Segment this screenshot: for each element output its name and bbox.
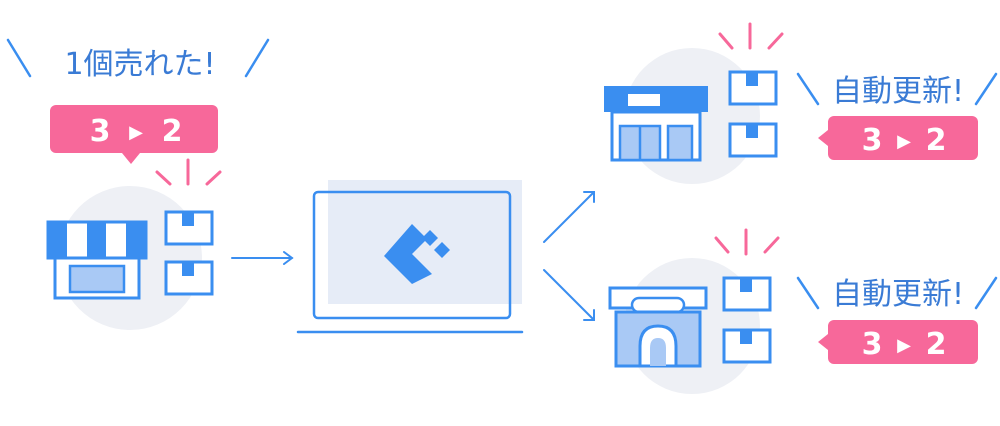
package-icon xyxy=(722,328,772,364)
package-icon xyxy=(164,210,214,246)
laptop-screen-bg xyxy=(328,180,522,304)
badge-pointer xyxy=(818,334,828,350)
badge-to: 2 xyxy=(926,123,947,158)
left-badge: 3 ▶ 2 xyxy=(50,105,218,164)
callout-slash-left xyxy=(6,38,32,78)
sparkle-lines-icon xyxy=(714,228,780,256)
badge-pointer xyxy=(818,130,828,146)
right-top-callout-text: 自動更新! xyxy=(832,74,964,109)
badge-from: 3 xyxy=(862,123,883,158)
arrow-icon xyxy=(231,251,294,265)
badge-to: 2 xyxy=(926,327,947,362)
arrow-icon xyxy=(543,269,595,321)
shop-awning-icon xyxy=(46,220,148,300)
building-store-icon xyxy=(604,86,708,162)
badge-arrow: ▶ xyxy=(897,131,911,152)
laptop-icon xyxy=(296,180,524,334)
app-logo-icon xyxy=(384,224,450,284)
badge-arrow: ▶ xyxy=(897,335,911,356)
badge-pointer xyxy=(122,153,140,164)
badge-bg xyxy=(50,105,218,153)
arch-store-icon xyxy=(608,286,708,368)
right-top-callout: 自動更新! xyxy=(796,72,998,109)
right-bottom-badge: 3 ▶ 2 xyxy=(818,320,978,364)
arrow-icon xyxy=(543,191,595,243)
package-icon xyxy=(728,70,778,106)
left-callout-text: 1個売れた! xyxy=(64,47,215,82)
package-icon xyxy=(722,276,772,312)
callout-slash-right xyxy=(244,38,270,78)
left-callout: 1個売れた! xyxy=(6,38,270,82)
right-top-badge: 3 ▶ 2 xyxy=(818,116,978,160)
package-icon xyxy=(728,122,778,158)
badge-from: 3 xyxy=(90,114,111,149)
badge-arrow: ▶ xyxy=(129,122,143,143)
package-icon xyxy=(164,260,214,296)
sparkle-lines-icon xyxy=(718,22,784,50)
badge-bg xyxy=(828,320,978,364)
badge-to: 2 xyxy=(162,114,183,149)
laptop-screen-frame xyxy=(312,190,512,320)
badge-from: 3 xyxy=(862,327,883,362)
badge-bg xyxy=(828,116,978,160)
sparkle-lines-icon xyxy=(155,158,222,186)
right-bottom-callout: 自動更新! xyxy=(796,276,998,312)
right-bottom-callout-text: 自動更新! xyxy=(832,277,964,312)
